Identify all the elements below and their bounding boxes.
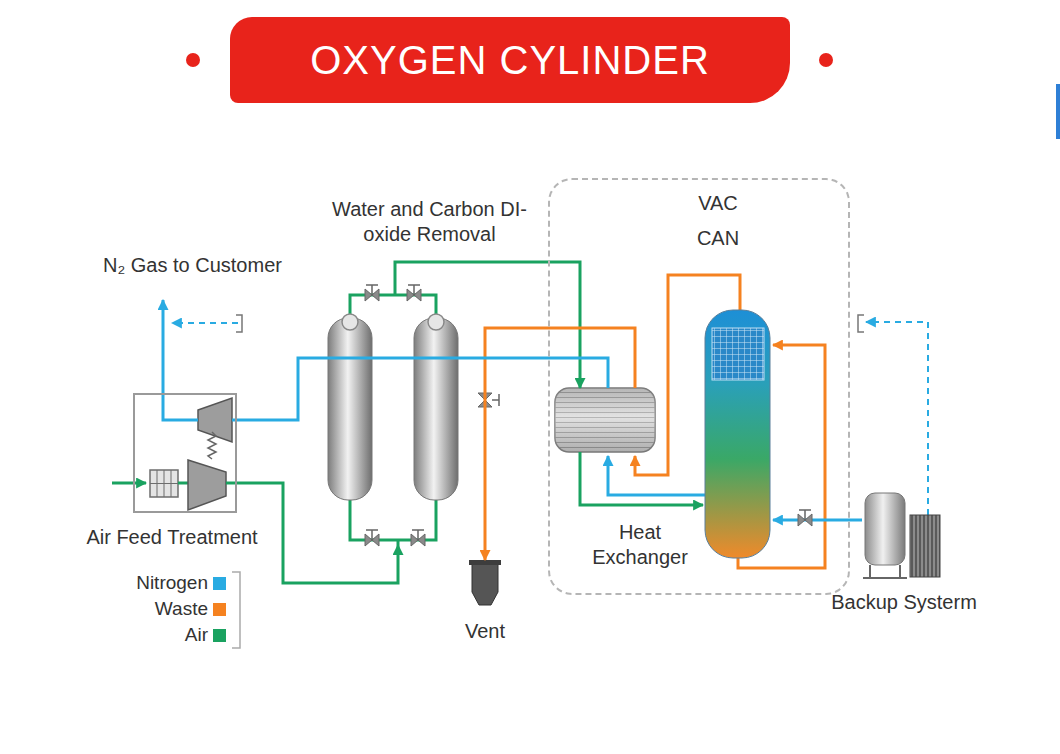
gauge xyxy=(342,314,358,330)
nitrogen-line xyxy=(608,456,705,495)
nitrogen-product-line xyxy=(163,300,198,420)
valve-stem xyxy=(492,394,499,406)
backup-tank xyxy=(865,493,905,565)
node-label: Water and Carbon DI-oxide Removal xyxy=(332,198,527,245)
flow-connector xyxy=(237,483,398,583)
tank-legs xyxy=(863,565,907,578)
title-text: OXYGEN CYLINDER xyxy=(310,38,710,83)
gauge xyxy=(428,314,444,330)
valve-stem xyxy=(366,285,424,540)
legend-row: Air xyxy=(112,622,226,648)
compressor-symbol xyxy=(188,460,226,510)
title-banner: OXYGEN CYLINDER xyxy=(230,17,790,103)
legend-swatch xyxy=(213,603,226,616)
distillation-column xyxy=(705,310,770,558)
node-label: VAC CAN xyxy=(697,192,739,249)
backup-dashed-line xyxy=(866,322,928,515)
legend: NitrogenWasteAir xyxy=(112,570,226,648)
edge-bar xyxy=(1056,84,1060,139)
equipment-node: Water and Carbon DI-oxide Removal xyxy=(315,195,480,545)
heat-exchanger-shell xyxy=(555,388,655,452)
vaporizer xyxy=(910,515,940,577)
legend-row: Waste xyxy=(112,596,226,622)
legend-bracket xyxy=(232,572,240,648)
filter-grid xyxy=(150,470,178,497)
flow-label: N₂ Gas to Customer xyxy=(103,253,282,278)
node-label: Heat Exchanger xyxy=(592,521,688,568)
valve-stem xyxy=(799,510,811,520)
equipment-node: Heat Exchanger VAC CAN xyxy=(548,178,850,595)
shaft xyxy=(208,432,216,459)
adsorber-tower xyxy=(414,318,458,500)
legend-row: Nitrogen xyxy=(112,570,226,596)
backup-supply-line xyxy=(172,322,238,324)
air-pipe xyxy=(350,498,436,540)
legend-swatch xyxy=(213,577,226,590)
bracket xyxy=(236,315,242,332)
bracket xyxy=(858,315,864,332)
air-pipe xyxy=(397,540,400,545)
air-pipe xyxy=(350,295,436,314)
node-label: Air Feed Treatment xyxy=(86,526,257,548)
legend-swatch xyxy=(213,629,226,642)
title-dot xyxy=(819,53,833,67)
filter-symbol xyxy=(150,470,178,497)
equipment-node: Air Feed Treatment xyxy=(133,393,237,513)
equipment-node: Vent xyxy=(470,560,500,605)
vent-flange xyxy=(469,560,501,565)
node-label: Vent xyxy=(465,620,505,642)
equipment-node: Heat Exchanger xyxy=(555,388,655,452)
legend-text: Nitrogen xyxy=(136,572,208,594)
equipment-node: Backup Systerm xyxy=(858,488,946,580)
air-inlet xyxy=(112,482,146,485)
heat-exchanger-shade xyxy=(555,388,655,452)
adsorber-tower xyxy=(328,318,372,500)
flow-connector xyxy=(485,328,635,560)
legend-text: Waste xyxy=(155,598,208,620)
flow-connector xyxy=(480,262,580,388)
flow-connector xyxy=(237,358,608,420)
valve-symbols xyxy=(365,285,425,546)
column-packing xyxy=(712,328,764,380)
title-dot xyxy=(186,53,200,67)
node-label: Backup Systerm xyxy=(831,591,977,613)
vent-silencer xyxy=(472,564,498,605)
air-line xyxy=(580,452,703,505)
air-pipe xyxy=(178,482,188,485)
legend-text: Air xyxy=(185,624,208,646)
